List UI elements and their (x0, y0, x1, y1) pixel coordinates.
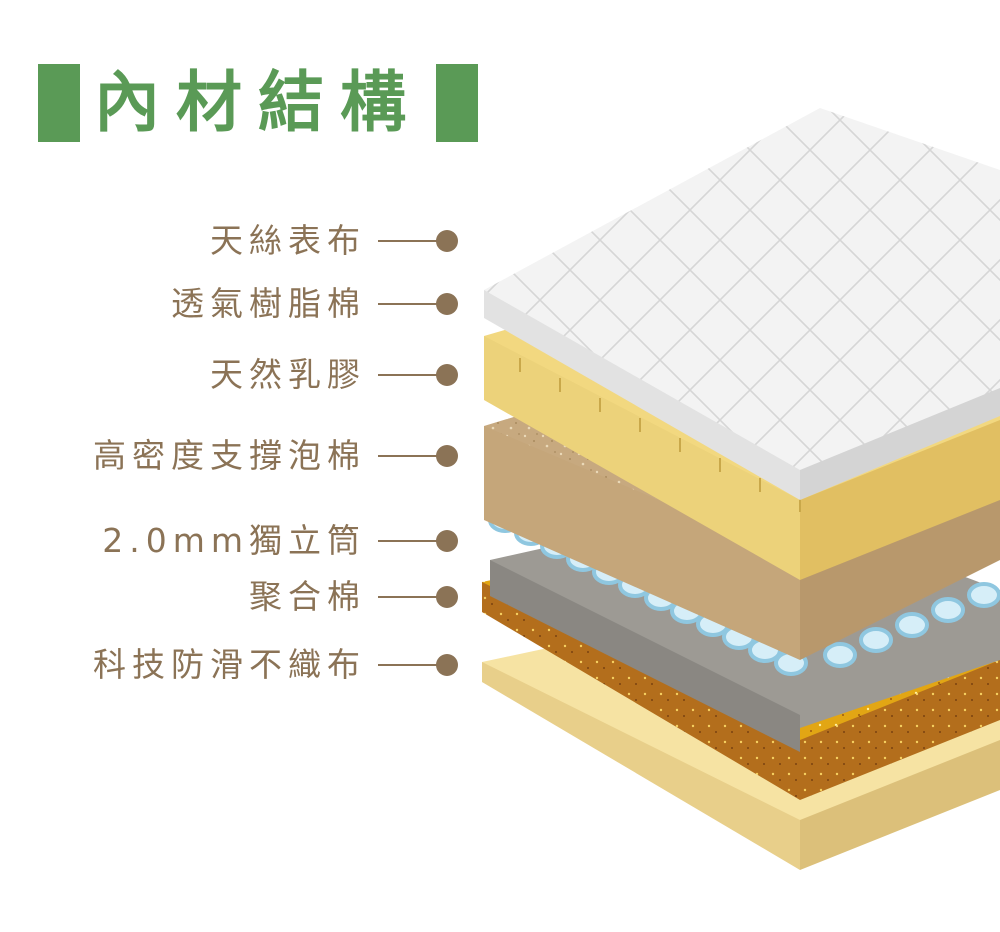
spring-coil (931, 597, 965, 623)
layer-label: 科技防滑不織布 (93, 645, 366, 684)
leader-line (378, 596, 440, 598)
leader-line (378, 664, 440, 666)
layer-label: 2.0mm獨立筒 (102, 521, 366, 560)
leader-dot (436, 364, 458, 386)
spring-coil (823, 642, 857, 668)
leader-dot (436, 230, 458, 252)
leader-dot (436, 586, 458, 608)
title-block: 內材結構 (38, 64, 478, 142)
layer-label: 高密度支撐泡棉 (93, 436, 366, 475)
layer-label: 天絲表布 (210, 221, 366, 260)
page-title: 內材結構 (94, 64, 422, 141)
spring-coil (895, 612, 929, 638)
leader-line (378, 455, 440, 457)
layer-label: 透氣樹脂棉 (171, 284, 366, 323)
spring-coil (967, 582, 1000, 608)
leader-dot (436, 445, 458, 467)
leader-dot (436, 293, 458, 315)
leader-line (378, 303, 440, 305)
title-bar-right (436, 64, 478, 142)
leader-dot (436, 654, 458, 676)
title-bar-left (38, 64, 80, 142)
leader-line (378, 540, 440, 542)
leader-line (378, 240, 440, 242)
leader-dot (436, 530, 458, 552)
layer-label: 聚合棉 (249, 577, 366, 616)
layer-tencel-top (484, 108, 1000, 500)
layer-label: 天然乳膠 (210, 355, 366, 394)
leader-line (378, 374, 440, 376)
spring-coil (859, 627, 893, 653)
